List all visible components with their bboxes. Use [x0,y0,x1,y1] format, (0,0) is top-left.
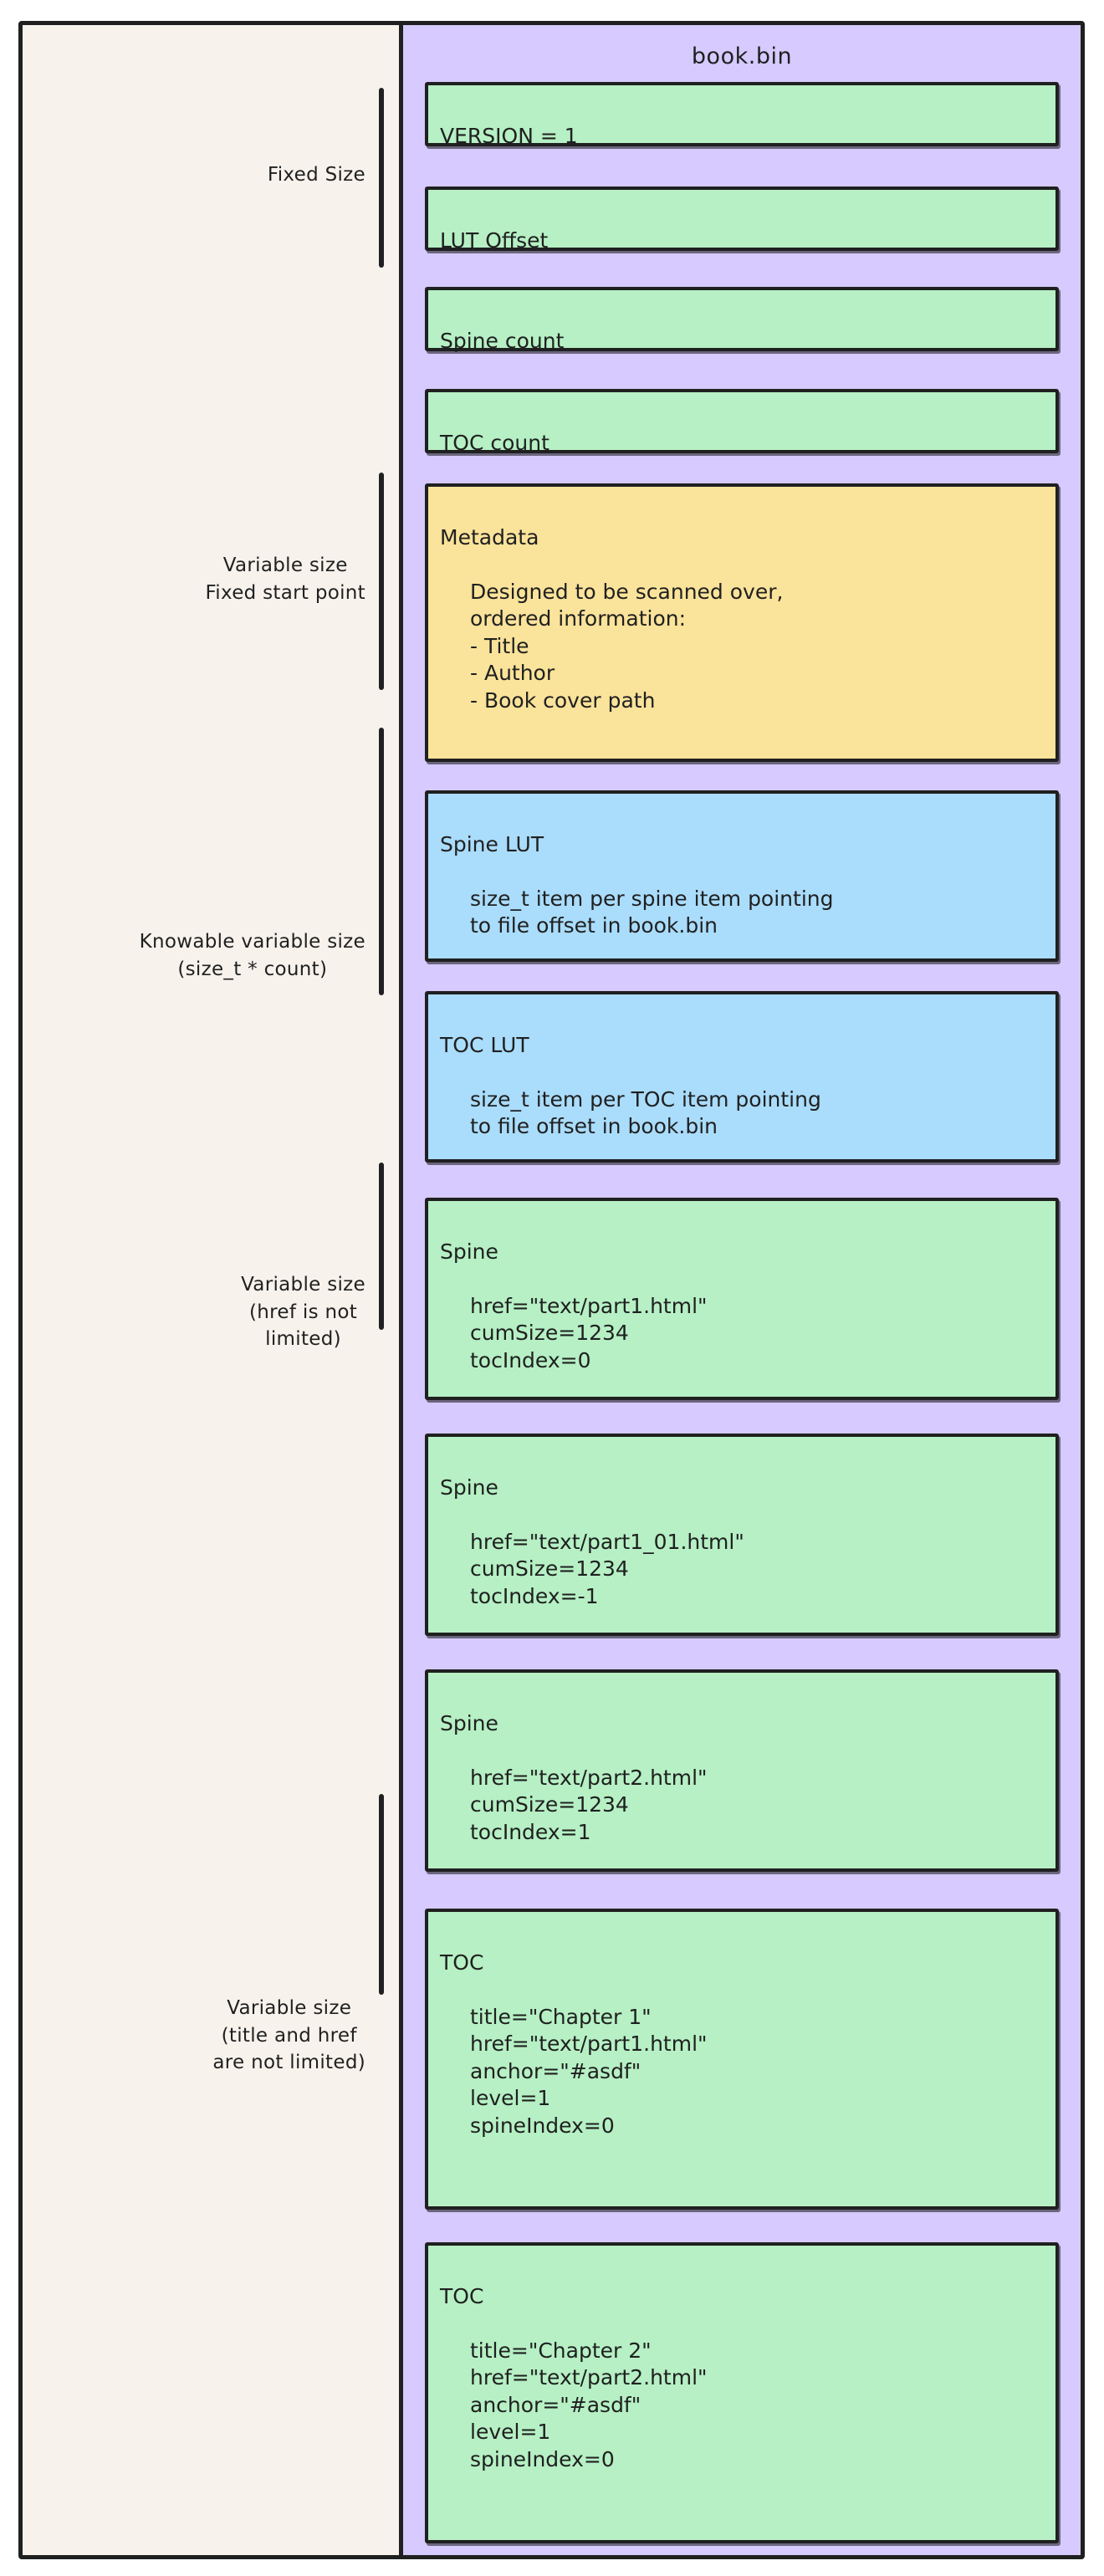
annotation-column: Fixed Size Variable size Fixed start poi… [23,25,403,2555]
block-spine-1[interactable]: Spine href="text/part1.html" cumSize=123… [425,1198,1059,1400]
block-spine-lut[interactable]: Spine LUT size_t item per spine item poi… [425,790,1059,962]
block-spine-3[interactable]: Spine href="text/part2.html" cumSize=123… [425,1669,1059,1872]
block-toc-1[interactable]: TOC title="Chapter 1" href="text/part1.h… [425,1909,1059,2210]
block-spine-lut-body: size_t item per spine item pointing to f… [470,886,834,938]
block-toc-2-body: title="Chapter 2" href="text/part2.html"… [470,2338,708,2471]
bracket-tick-fixed-size [379,88,384,268]
annotation-variable-size-title-href: Variable size (title and href are not li… [212,1997,365,2074]
block-spine-1-title: Spine [440,1239,498,1264]
block-toc-count-title: TOC count [440,430,549,455]
file-column: book.bin VERSION = 1 LUT Offset Spine co… [403,25,1081,2555]
block-version[interactable]: VERSION = 1 [425,82,1059,148]
annotation-fixed-size: Fixed Size [267,164,365,186]
block-toc-1-title: TOC [440,1950,484,1975]
block-toc-2[interactable]: TOC title="Chapter 2" href="text/part2.h… [425,2242,1059,2543]
block-spine-count-title: Spine count [440,328,565,353]
annotation-variable-size-href: Variable size (href is not limited) [241,1274,365,1351]
block-lut-offset-title: LUT Offset [440,227,549,253]
block-toc-count[interactable]: TOC count [425,389,1059,455]
block-toc-lut-title: TOC LUT [440,1032,529,1057]
bracket-tick-variable-size-href [379,1163,384,1330]
block-spine-2-body: href="text/part1_01.html" cumSize=1234 t… [470,1529,744,1608]
block-spine-1-body: href="text/part1.html" cumSize=1234 tocI… [470,1293,708,1372]
block-toc-lut[interactable]: TOC LUT size_t item per TOC item pointin… [425,991,1059,1163]
block-toc-1-body: title="Chapter 1" href="text/part1.html"… [470,2004,708,2138]
bracket-tick-knowable-variable-size [379,728,384,995]
file-title: book.bin [691,43,793,69]
bracket-tick-variable-size-title-href [379,1794,384,1995]
bracket-tick-variable-fixed-start [379,473,384,690]
block-lut-offset[interactable]: LUT Offset [425,187,1059,253]
block-spine-3-body: href="text/part2.html" cumSize=1234 tocI… [470,1765,708,1844]
diagram-frame: Fixed Size Variable size Fixed start poi… [18,21,1085,2559]
block-spine-2[interactable]: Spine href="text/part1_01.html" cumSize=… [425,1434,1059,1636]
block-spine-lut-title: Spine LUT [440,831,544,856]
block-metadata-title: Metadata [440,524,539,549]
block-spine-3-title: Spine [440,1710,498,1735]
block-metadata[interactable]: Metadata Designed to be scanned over, or… [425,483,1059,762]
block-toc-lut-body: size_t item per TOC item pointing to fil… [470,1086,821,1139]
block-toc-2-title: TOC [440,2283,484,2308]
block-version-title: VERSION = 1 [440,123,578,148]
block-spine-count[interactable]: Spine count [425,287,1059,353]
block-metadata-body: Designed to be scanned over, ordered inf… [470,579,784,713]
annotation-knowable-variable-size: Knowable variable size (size_t * count) [139,931,365,980]
block-spine-2-title: Spine [440,1475,498,1500]
annotation-variable-size-fixed-start: Variable size Fixed start point [205,555,365,604]
